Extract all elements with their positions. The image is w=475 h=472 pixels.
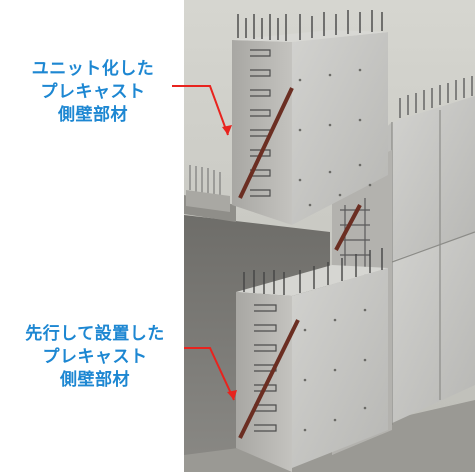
long-wall-top-rebar — [399, 76, 473, 118]
leader-line-bottom — [184, 347, 235, 401]
callout-lower-line-1: 先行して設置した — [25, 324, 165, 344]
callout-upper-unit: ユニット化した プレキャスト 側壁部材 — [8, 58, 178, 127]
callout-lower-line-3: 側壁部材 — [60, 370, 130, 390]
leader-arrow-top — [222, 125, 232, 135]
leader-arrow-bottom — [227, 390, 237, 400]
upper-panel-face — [292, 32, 388, 225]
lower-brace — [238, 319, 300, 439]
leader-line-top — [172, 85, 229, 136]
upper-panel-loops — [250, 49, 271, 197]
upper-panel-top-rebar — [237, 10, 383, 41]
lower-panel-top-rebar — [243, 248, 383, 295]
callout-upper-line-1: ユニット化した — [31, 59, 155, 79]
distant-wall — [186, 190, 230, 212]
upper-panel-top — [232, 30, 388, 42]
callout-upper-line-2: プレキャスト — [40, 82, 146, 102]
callout-lower-line-2: プレキャスト — [42, 347, 148, 367]
lower-panel-side — [236, 292, 292, 472]
distant-rebar — [189, 165, 221, 197]
callout-lower-unit: 先行して設置した プレキャスト 側壁部材 — [2, 323, 188, 392]
long-wall-upper-face — [392, 96, 475, 262]
joint-brace — [334, 204, 362, 251]
upper-brace — [238, 87, 294, 199]
callout-upper-line-3: 側壁部材 — [58, 105, 128, 125]
lower-panel-bolts — [303, 308, 367, 432]
long-wall-lower-face — [388, 232, 475, 425]
upper-panel-bolts — [298, 68, 372, 207]
lower-panel-face — [292, 268, 388, 468]
